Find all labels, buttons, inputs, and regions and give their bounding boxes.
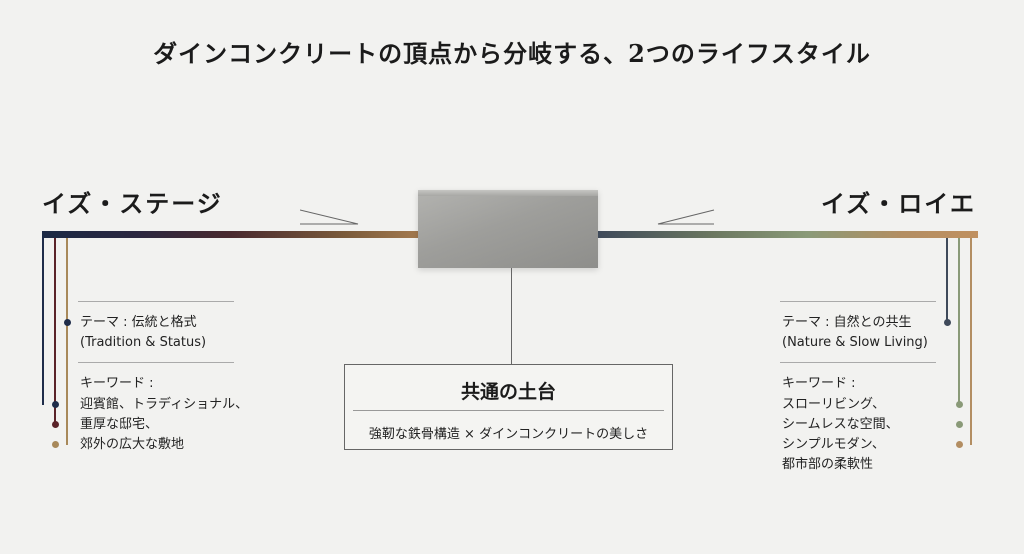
center-title: 共通の土台 bbox=[460, 381, 556, 403]
right-keyword-1: スローリビング、 bbox=[782, 397, 886, 412]
left-heading: イズ・ステージ bbox=[42, 189, 223, 218]
right-connector-slate bbox=[946, 238, 948, 323]
right-heading: イズ・ロイエ bbox=[820, 189, 976, 218]
left-keyword-dot-3 bbox=[52, 441, 59, 448]
left-theme-dot bbox=[64, 319, 71, 326]
left-connector-bronze-lower bbox=[66, 321, 68, 445]
left-keyword-1: 迎賓館、トラディショナル、 bbox=[80, 397, 249, 412]
left-gradient-bar bbox=[42, 231, 420, 238]
center-rule bbox=[353, 410, 664, 411]
left-arrow-icon bbox=[300, 209, 359, 225]
right-theme-dot bbox=[944, 319, 951, 326]
page-title: ダインコンクリートの頂点から分岐する、2つのライフスタイル bbox=[153, 39, 871, 68]
left-theme-en: (Tradition & Status) bbox=[80, 335, 207, 350]
left-keywords-label: キーワード : bbox=[80, 376, 154, 391]
center-stem bbox=[511, 268, 512, 364]
left-keyword-3: 郊外の広大な敷地 bbox=[80, 437, 185, 452]
left-theme: テーマ : 伝統と格式 bbox=[80, 315, 197, 330]
left-keyword-dot-2 bbox=[52, 421, 59, 428]
right-keyword-dot-3 bbox=[956, 441, 963, 448]
left-keyword-dot-1 bbox=[52, 401, 59, 408]
right-keyword-dot-1 bbox=[956, 401, 963, 408]
right-keywords-label: キーワード : bbox=[782, 376, 856, 391]
center-box: 共通の土台 強靭な鉄骨構造 × ダインコンクリートの美しさ bbox=[344, 364, 673, 450]
right-theme-en: (Nature & Slow Living) bbox=[782, 335, 928, 350]
left-top-rule bbox=[78, 301, 234, 302]
concrete-block bbox=[418, 190, 598, 268]
right-arrow-icon bbox=[657, 209, 715, 225]
right-keyword-4: 都市部の柔軟性 bbox=[782, 457, 874, 472]
left-keyword-2: 重厚な邸宅、 bbox=[80, 417, 159, 432]
right-connector-sage bbox=[958, 238, 960, 405]
right-gradient-bar bbox=[598, 231, 978, 238]
left-connector-navy bbox=[42, 238, 44, 405]
right-keyword-2: シームレスな空間、 bbox=[782, 417, 899, 432]
right-theme: テーマ : 自然との共生 bbox=[782, 315, 912, 330]
left-connector-bronze bbox=[66, 238, 68, 321]
right-connector-copper bbox=[970, 238, 972, 445]
right-keyword-dot-2 bbox=[956, 421, 963, 428]
right-top-rule bbox=[780, 301, 936, 302]
center-subtitle: 強靭な鉄骨構造 × ダインコンクリートの美しさ bbox=[368, 427, 649, 442]
left-connector-burgundy bbox=[54, 238, 56, 425]
left-mid-rule bbox=[78, 362, 234, 363]
right-keyword-3: シンプルモダン、 bbox=[782, 437, 885, 452]
right-mid-rule bbox=[780, 362, 936, 363]
